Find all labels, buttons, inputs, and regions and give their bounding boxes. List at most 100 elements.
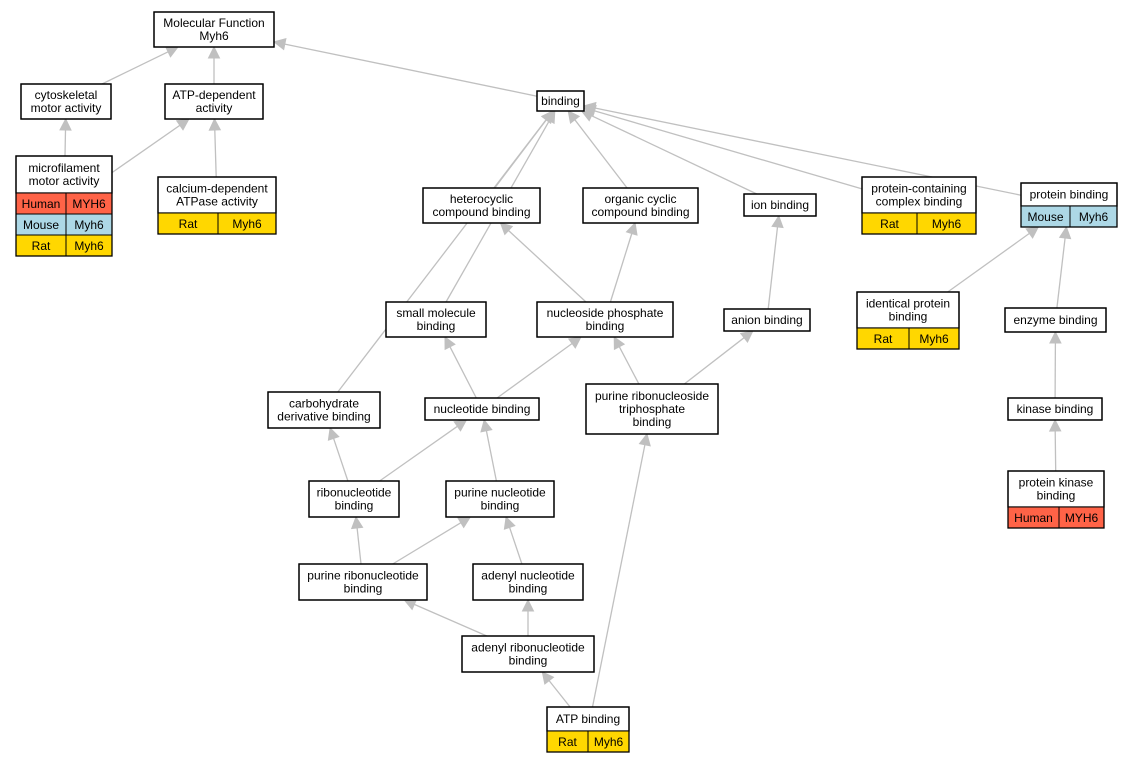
edge-adenyl-nucleotide-to-purine-nucleotide — [503, 515, 523, 565]
term-box[interactable] — [536, 301, 674, 338]
term-label: heterocyclic — [450, 192, 513, 206]
go-term-enzyme-binding[interactable]: enzyme binding — [1004, 307, 1107, 333]
edge-arrowhead — [1048, 418, 1062, 432]
term-box[interactable] — [445, 480, 555, 518]
edge-anion-binding-to-ion-binding — [767, 214, 784, 310]
term-box[interactable] — [153, 11, 275, 48]
edge-arrowhead — [1058, 225, 1072, 240]
edge-enzyme-binding-to-protein-binding — [1056, 225, 1072, 309]
edge-arrowhead — [540, 110, 554, 124]
annotation-row-rat: Rat Myh6 — [157, 212, 277, 235]
edge-microfilament-motor-to-atp-dependent — [111, 118, 190, 174]
go-term-ion-binding[interactable]: ion binding — [743, 193, 817, 217]
edges-layer — [59, 38, 1072, 708]
term-label: binding — [1037, 489, 1076, 503]
species-label: Rat — [32, 239, 51, 253]
term-box[interactable] — [157, 176, 277, 214]
edge-atp-binding-to-adenyl-ribonucleotide — [541, 671, 571, 708]
term-label: binding — [889, 310, 928, 324]
edge-line — [508, 527, 523, 565]
species-label: Rat — [880, 217, 899, 231]
term-frame — [445, 480, 555, 518]
term-label: activity — [196, 101, 233, 115]
term-label: ATP-dependent — [172, 88, 256, 102]
edge-line — [618, 346, 640, 385]
term-label: enzyme binding — [1013, 313, 1097, 327]
edge-purine-ribonucleotide-to-purine-nucleotide — [392, 516, 472, 565]
edge-nucleotide-binding-to-small-molecule — [444, 336, 477, 399]
edge-arrowhead — [444, 336, 456, 351]
term-frame — [585, 383, 719, 435]
term-label: carbohydrate — [289, 397, 359, 411]
edge-line — [1056, 237, 1066, 309]
species-label: Rat — [179, 217, 198, 231]
term-label: microfilament — [28, 161, 100, 175]
go-term-binding[interactable]: binding — [536, 90, 585, 112]
term-frame — [422, 187, 541, 224]
term-label: identical protein — [866, 297, 950, 311]
go-term-anion-binding[interactable]: anion binding — [723, 308, 811, 332]
edge-identical-protein-to-protein-binding — [947, 226, 1040, 293]
go-term-kinase-binding[interactable]: kinase binding — [1007, 397, 1103, 421]
term-frame — [1004, 307, 1107, 333]
term-frame — [546, 706, 630, 753]
edge-atp-dependent-to-molecular-function — [207, 45, 221, 84]
edge-arrowhead — [567, 336, 582, 349]
edge-arrowhead — [1049, 330, 1062, 344]
term-frame — [472, 563, 584, 601]
term-label: adenyl nucleotide — [481, 569, 575, 583]
term-label: ribonucleotide — [317, 486, 392, 500]
edge-nucleotide-binding-to-nucleoside-phosphate — [496, 336, 582, 399]
term-box[interactable] — [585, 383, 719, 435]
edge-arrowhead — [403, 598, 418, 611]
term-label: ion binding — [751, 198, 809, 212]
edge-microfilament-motor-to-cytoskeletal-motor — [59, 117, 72, 157]
edge-arrowhead — [327, 426, 340, 441]
edge-line — [609, 233, 633, 303]
term-label: small molecule — [396, 306, 476, 320]
edge-line — [947, 232, 1030, 293]
edge-ribonucleotide-to-nucleotide-binding — [379, 419, 468, 482]
edge-line — [683, 337, 745, 385]
edge-arrowhead — [207, 45, 221, 59]
term-label: binding — [335, 499, 374, 513]
gene-label: Myh6 — [232, 217, 262, 231]
term-frame — [20, 83, 112, 120]
term-frame — [536, 90, 585, 112]
term-box[interactable] — [546, 706, 630, 732]
term-frame — [157, 176, 277, 235]
term-box[interactable] — [267, 391, 381, 429]
edge-arrowhead — [625, 221, 638, 236]
edge-arrowhead — [175, 118, 190, 131]
species-label: Human — [1014, 511, 1053, 525]
edge-line — [594, 110, 863, 190]
go-term-nucleotide-binding[interactable]: nucleotide binding — [424, 397, 540, 421]
edge-kinase-binding-to-enzyme-binding — [1049, 330, 1062, 399]
term-label: binding — [481, 499, 520, 513]
term-label: binding — [344, 582, 383, 596]
